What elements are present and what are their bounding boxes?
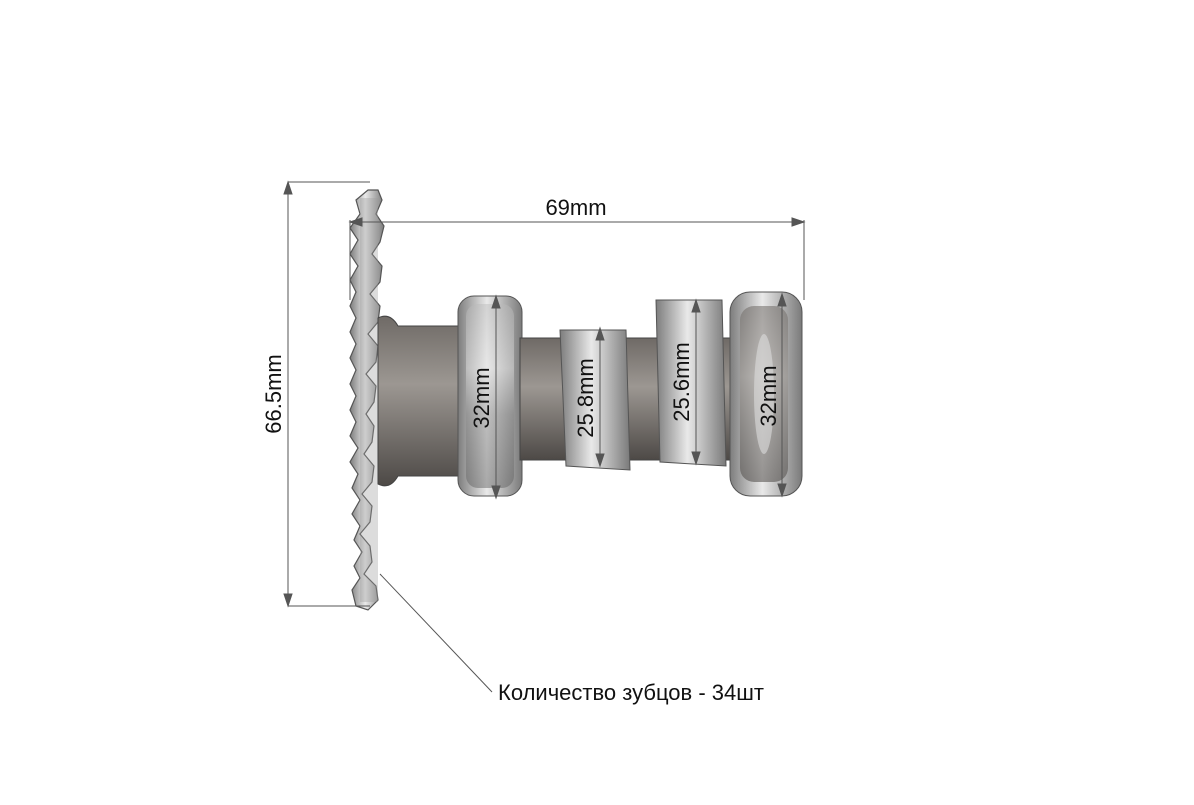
dimension-lines xyxy=(283,180,806,693)
dim-bearing-left-label: 32mm xyxy=(469,367,494,429)
sprocket-teeth xyxy=(349,189,385,611)
dim-cam-lobe-left-label: 25.8mm xyxy=(573,358,598,438)
dim-cam-lobe-right-label: 25.6mm xyxy=(669,342,694,422)
bearing-left xyxy=(457,295,523,497)
sprocket xyxy=(349,189,385,611)
sprocket-hub xyxy=(377,315,459,487)
dim-sprocket-diameter-label: 66.5mm xyxy=(261,354,286,434)
dim-overall-length-label: 69mm xyxy=(545,195,607,220)
bearing-right xyxy=(729,291,803,497)
dim-bearing-right-label: 32mm xyxy=(756,365,781,427)
teeth-callout-leader xyxy=(379,573,493,693)
cam-lobe-right xyxy=(655,299,727,467)
cam-lobe-left xyxy=(559,329,631,471)
teeth-count-callout: Количество зубцов - 34шт xyxy=(498,680,764,705)
